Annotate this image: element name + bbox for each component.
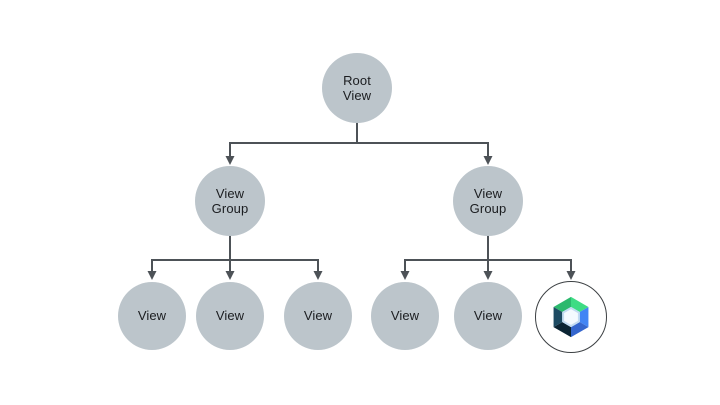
node-root-view-label: Root View [342, 72, 372, 104]
node-view-group-left-label: View Group [211, 185, 249, 217]
arrowhead-leaf-r1 [400, 271, 410, 280]
compose-logo-right-face [579, 306, 589, 328]
node-view-leaf-5: View [454, 282, 522, 350]
jetpack-compose-icon [553, 296, 589, 338]
arrowhead-leaf-l1 [147, 271, 157, 280]
arrowhead-leaf-l3 [313, 271, 323, 280]
compose-logo-inner-hexagon [562, 307, 580, 327]
node-view-leaf-2-label: View [215, 308, 245, 324]
arrowhead-group-right [483, 156, 493, 165]
node-root-view: Root View [322, 53, 392, 123]
node-view-leaf-5-label: View [473, 308, 503, 324]
node-view-group-right: View Group [453, 166, 523, 236]
node-view-group-left: View Group [195, 166, 265, 236]
connector-right-bracket [404, 259, 572, 272]
arrowhead-group-left [225, 156, 235, 165]
node-view-group-right-label: View Group [469, 185, 507, 217]
arrowhead-leaf-r2 [483, 271, 493, 280]
node-view-leaf-4-label: View [390, 308, 420, 324]
connector-left-bracket [151, 259, 319, 272]
compose-logo-bottom-left-face [553, 322, 571, 338]
node-view-leaf-3: View [284, 282, 352, 350]
node-view-leaf-1-label: View [137, 308, 167, 324]
arrowhead-compose [566, 271, 576, 280]
node-view-leaf-4: View [371, 282, 439, 350]
compose-logo-top-right-face [571, 296, 589, 312]
compose-logo-top-left-face [553, 296, 571, 312]
node-view-leaf-2: View [196, 282, 264, 350]
node-compose [535, 281, 607, 353]
node-view-leaf-1: View [118, 282, 186, 350]
compose-logo-bottom-right-face [571, 322, 589, 338]
connector-root-bracket [229, 142, 489, 157]
compose-logo-left-face [553, 306, 563, 328]
arrowhead-leaf-l2 [225, 271, 235, 280]
node-view-leaf-3-label: View [303, 308, 333, 324]
